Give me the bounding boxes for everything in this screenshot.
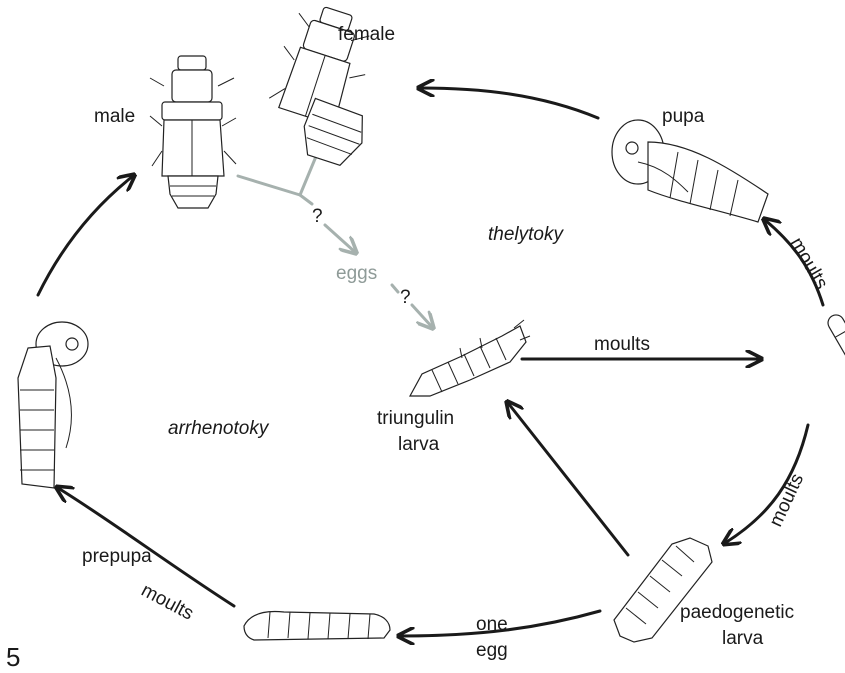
label-paedogenetic-2: larva bbox=[722, 628, 764, 649]
label-pupa: pupa bbox=[662, 106, 705, 127]
pupa-drawing-left bbox=[18, 322, 88, 488]
label-question-2: ? bbox=[400, 287, 411, 308]
arrow-pupa-to-female bbox=[420, 88, 598, 118]
arrow-arrhenotoky-pupa-to-male bbox=[38, 176, 133, 295]
figure-number: 5 bbox=[6, 642, 20, 668]
male-beetle-drawing bbox=[150, 56, 236, 208]
grey-arrow-to-eggs bbox=[325, 225, 355, 252]
label-one: one bbox=[476, 614, 508, 635]
label-moults-lower-right: moults bbox=[765, 471, 808, 531]
grey-line-male bbox=[238, 176, 300, 195]
label-thelytoky: thelytoky bbox=[488, 224, 564, 245]
label-triungulin-2: larva bbox=[398, 434, 440, 455]
grey-arrow-to-triungulin bbox=[412, 305, 432, 327]
grey-line-eggs-down bbox=[392, 285, 398, 292]
larva-drawing-right bbox=[825, 312, 845, 441]
larva-drawing-bottom bbox=[244, 612, 390, 640]
label-female: female bbox=[338, 24, 395, 45]
label-triungulin-1: triungulin bbox=[377, 408, 454, 429]
label-question-1: ? bbox=[312, 206, 323, 227]
pupa-drawing bbox=[612, 120, 768, 222]
arrow-paedogenetic-to-triungulin bbox=[508, 403, 628, 555]
label-moults-top: moults bbox=[594, 334, 650, 355]
label-paedogenetic-1: paedogenetic bbox=[680, 602, 794, 623]
label-moults-upper-right: moults bbox=[786, 234, 832, 293]
grey-line-to-question bbox=[300, 195, 312, 204]
triungulin-larva-drawing bbox=[410, 320, 530, 396]
label-arrhenotoky: arrhenotoky bbox=[168, 418, 270, 439]
label-male: male bbox=[94, 106, 135, 127]
label-eggs: eggs bbox=[336, 263, 377, 284]
label-prepupa: prepupa bbox=[82, 546, 152, 567]
label-egg: egg bbox=[476, 640, 508, 661]
label-moults-bottom-left: moults bbox=[138, 580, 197, 625]
